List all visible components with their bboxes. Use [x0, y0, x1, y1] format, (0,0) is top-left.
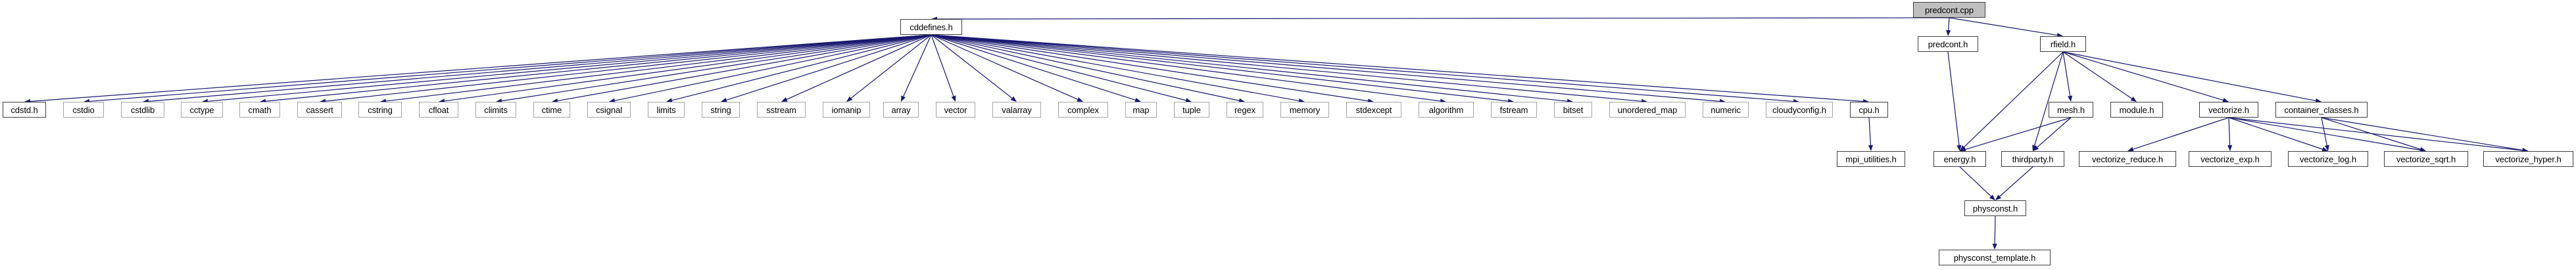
graph-node-label: cstring	[368, 104, 393, 115]
graph-node-label: cddefines.h	[910, 22, 953, 32]
graph-node-label: cstdio	[72, 104, 95, 115]
graph-node-label: sstream	[766, 104, 796, 115]
graph-node-label: vectorize.h	[2208, 104, 2249, 115]
graph-node-label: mpi_utilities.h	[1845, 154, 1897, 164]
graph-node-label: physconst_template.h	[1953, 252, 2036, 263]
graph-node-label: unordered_map	[1617, 104, 1678, 115]
graph-node-label: mesh.h	[2056, 104, 2085, 115]
graph-node-label: module.h	[2119, 104, 2154, 115]
graph-node-vectorize-sqrt-h[interactable]: vectorize_sqrt.h	[2384, 151, 2468, 167]
graph-node-label: container_classes.h	[2284, 104, 2359, 115]
graph-node-unordered-map[interactable]: unordered_map	[1609, 102, 1686, 118]
graph-node-label: vectorize_exp.h	[2200, 154, 2260, 164]
graph-node-thirdparty-h[interactable]: thirdparty.h	[2001, 151, 2064, 167]
graph-node-tuple[interactable]: tuple	[1174, 102, 1209, 118]
graph-node-cddefines-h[interactable]: cddefines.h	[900, 19, 962, 35]
graph-node-bitset[interactable]: bitset	[1554, 102, 1592, 118]
graph-node-label: stdexcept	[1355, 104, 1392, 115]
graph-node-cstdlib[interactable]: cstdlib	[121, 102, 164, 118]
graph-node-climits[interactable]: climits	[475, 102, 516, 118]
graph-node-label: complex	[1067, 104, 1099, 115]
graph-node-label: cfloat	[428, 104, 449, 115]
graph-node-algorithm[interactable]: algorithm	[1419, 102, 1474, 118]
graph-node-rfield-h[interactable]: rfield.h	[2040, 36, 2086, 52]
graph-node-iomanip[interactable]: iomanip	[823, 102, 870, 118]
graph-node-vectorize-reduce-h[interactable]: vectorize_reduce.h	[2079, 151, 2176, 167]
graph-node-complex[interactable]: complex	[1058, 102, 1108, 118]
graph-node-memory[interactable]: memory	[1280, 102, 1329, 118]
graph-node-vectorize-h[interactable]: vectorize.h	[2199, 102, 2258, 118]
graph-node-label: thirdparty.h	[2012, 154, 2054, 164]
graph-node-label: predcont.cpp	[1925, 5, 1974, 15]
graph-node-label: vectorize_reduce.h	[2091, 154, 2164, 164]
graph-node-physconst-template-h[interactable]: physconst_template.h	[1939, 250, 2051, 265]
graph-node-csignal[interactable]: csignal	[587, 102, 631, 118]
graph-node-cdstd-h[interactable]: cdstd.h	[3, 102, 46, 118]
graph-node-label: vector	[944, 104, 967, 115]
graph-node-fstream[interactable]: fstream	[1491, 102, 1537, 118]
graph-node-label: cctype	[189, 104, 214, 115]
graph-node-label: rfield.h	[2050, 39, 2076, 49]
graph-node-label: energy.h	[1943, 154, 1976, 164]
graph-node-label: cdstd.h	[11, 104, 38, 115]
graph-node-label: memory	[1289, 104, 1321, 115]
graph-node-predcont-h[interactable]: predcont.h	[1918, 36, 1978, 52]
graph-node-vector[interactable]: vector	[936, 102, 975, 118]
graph-node-vectorize-exp-h[interactable]: vectorize_exp.h	[2189, 151, 2272, 167]
graph-node-label: physconst.h	[1972, 203, 2018, 214]
graph-node-label: cpu.h	[1859, 104, 1880, 115]
graph-node-array[interactable]: array	[883, 102, 919, 118]
graph-node-cstdio[interactable]: cstdio	[63, 102, 104, 118]
graph-node-stdexcept[interactable]: stdexcept	[1346, 102, 1401, 118]
graph-node-label: ctime	[541, 104, 562, 115]
graph-node-predcont-cpp[interactable]: predcont.cpp	[1913, 2, 1985, 18]
graph-node-cfloat[interactable]: cfloat	[419, 102, 458, 118]
graph-node-numeric[interactable]: numeric	[1703, 102, 1749, 118]
graph-node-label: map	[1132, 104, 1150, 115]
graph-node-cloudyconfig-h[interactable]: cloudyconfig.h	[1766, 102, 1833, 118]
graph-node-label: fstream	[1499, 104, 1528, 115]
graph-node-label: vectorize_log.h	[2300, 154, 2356, 164]
graph-node-label: array	[891, 104, 911, 115]
graph-node-ctime[interactable]: ctime	[533, 102, 570, 118]
graph-node-label: cloudyconfig.h	[1772, 104, 1826, 115]
graph-node-label: vectorize_hyper.h	[2495, 154, 2562, 164]
graph-node-mpi-utilities-h[interactable]: mpi_utilities.h	[1837, 151, 1905, 167]
graph-node-label: predcont.h	[1928, 39, 1968, 49]
graph-node-label: iomanip	[831, 104, 862, 115]
graph-node-label: string	[710, 104, 731, 115]
graph-node-physconst-h[interactable]: physconst.h	[1964, 200, 2026, 216]
graph-node-map[interactable]: map	[1125, 102, 1157, 118]
graph-node-cctype[interactable]: cctype	[181, 102, 223, 118]
graph-node-cpu-h[interactable]: cpu.h	[1850, 102, 1888, 118]
graph-node-label: cassert	[306, 104, 333, 115]
graph-node-energy-h[interactable]: energy.h	[1933, 151, 1986, 167]
graph-node-container-classes-h[interactable]: container_classes.h	[2275, 102, 2368, 118]
graph-node-label: cmath	[248, 104, 272, 115]
graph-node-label: bitset	[1563, 104, 1584, 115]
graph-node-limits[interactable]: limits	[648, 102, 685, 118]
graph-node-label: cstdlib	[130, 104, 155, 115]
graph-node-sstream[interactable]: sstream	[757, 102, 806, 118]
graph-node-label: climits	[484, 104, 508, 115]
graph-node-label: tuple	[1182, 104, 1201, 115]
graph-node-cassert[interactable]: cassert	[297, 102, 342, 118]
graph-node-regex[interactable]: regex	[1227, 102, 1263, 118]
graph-node-string[interactable]: string	[702, 102, 740, 118]
graph-node-cmath[interactable]: cmath	[239, 102, 280, 118]
graph-node-vectorize-hyper-h[interactable]: vectorize_hyper.h	[2483, 151, 2573, 167]
graph-node-label: valarray	[1002, 104, 1032, 115]
graph-node-label: csignal	[596, 104, 622, 115]
graph-node-label: algorithm	[1428, 104, 1464, 115]
graph-node-valarray[interactable]: valarray	[992, 102, 1041, 118]
graph-node-label: limits	[656, 104, 676, 115]
graph-node-label: regex	[1234, 104, 1256, 115]
graph-node-module-h[interactable]: module.h	[2110, 102, 2163, 118]
graph-node-mesh-h[interactable]: mesh.h	[2049, 102, 2093, 118]
graph-node-label: vectorize_sqrt.h	[2396, 154, 2456, 164]
graph-node-vectorize-log-h[interactable]: vectorize_log.h	[2288, 151, 2368, 167]
graph-node-label: numeric	[1711, 104, 1741, 115]
graph-node-cstring[interactable]: cstring	[358, 102, 402, 118]
